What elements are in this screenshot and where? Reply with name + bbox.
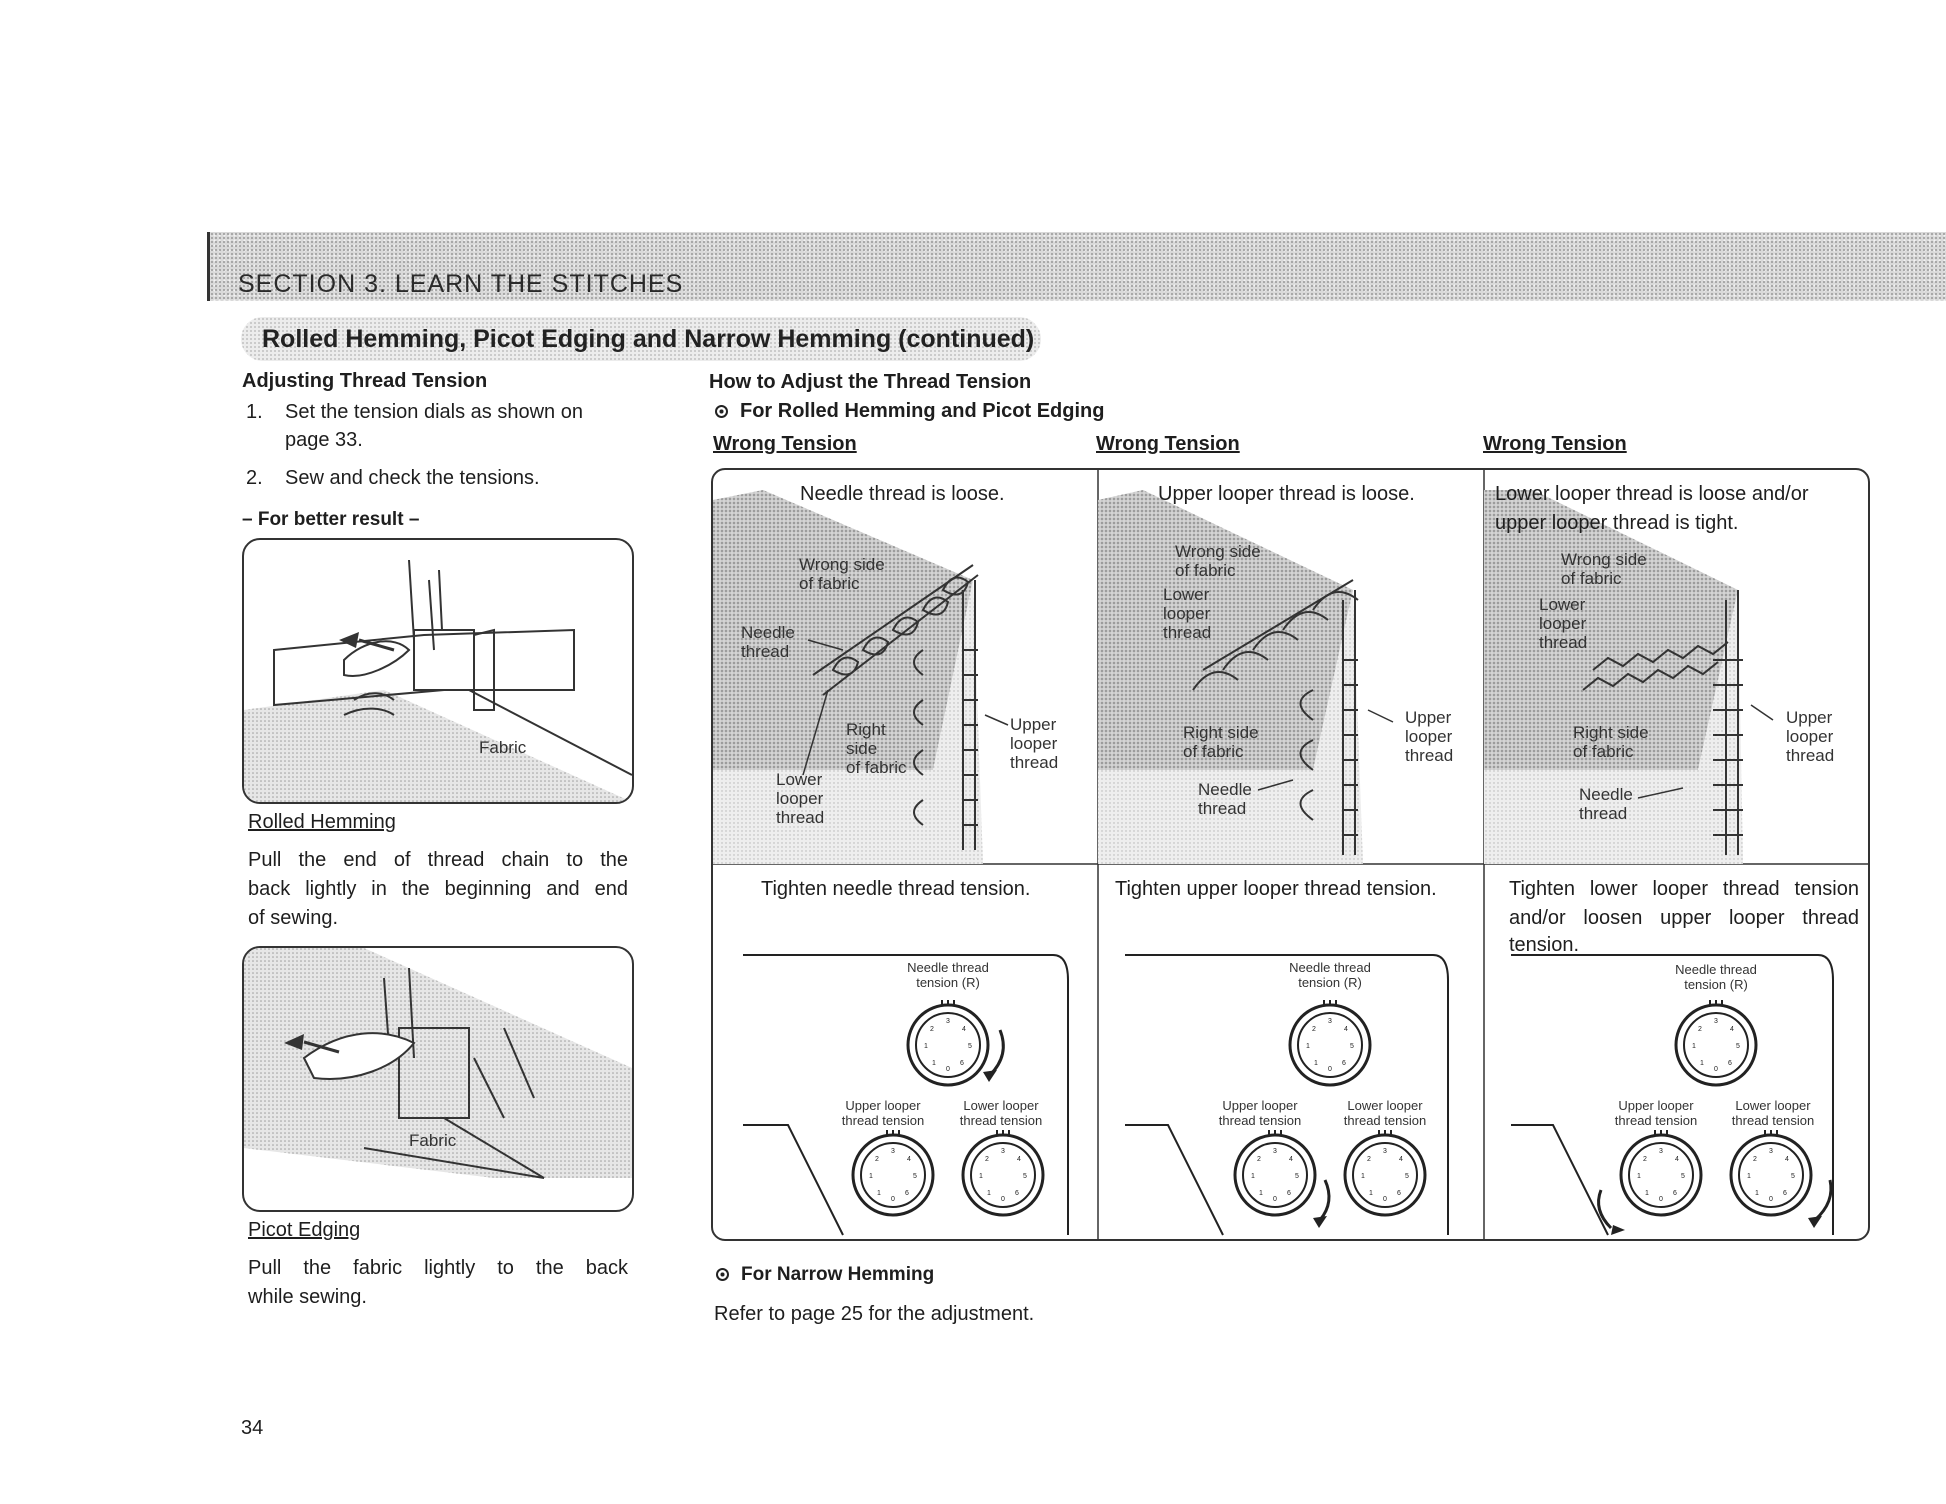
- p2-needle-label: Needle thread: [1198, 780, 1252, 818]
- sub-rolled-text: For Rolled Hemming and Picot Edging: [740, 400, 1105, 422]
- p3-lower-dial-label: Lower looper thread tension: [1731, 1098, 1815, 1128]
- step-1-line1: Set the tension dials as shown on: [285, 401, 583, 423]
- panel-3-fix-line2: and/or loosen upper looper thread: [1509, 907, 1859, 929]
- adjusting-heading: Adjusting Thread Tension: [242, 370, 488, 392]
- section-header-band: [207, 232, 1946, 301]
- picot-edging-illustration: [244, 948, 632, 1179]
- p1-lower-label: Lower looper thread: [776, 770, 825, 827]
- sub-narrow-heading: For Narrow Hemming: [716, 1264, 934, 1286]
- p2-upper-dial-label: Upper looper thread tension: [1218, 1098, 1302, 1128]
- p1-needle-dial-label: Needle thread tension (R): [907, 960, 989, 990]
- p3-right-side-label: Right side of fabric: [1573, 723, 1649, 761]
- photo2-fabric-label: Fabric: [409, 1131, 457, 1150]
- panel-1-wrong-label: Wrong Tension: [713, 433, 857, 455]
- picot-line-1: Pull the fabric lightly to the back: [248, 1257, 628, 1279]
- rolled-hemming-photo: Fabric: [242, 538, 634, 804]
- panel-3-problem-line1: Lower looper thread is loose and/or: [1495, 483, 1809, 505]
- p1-wrong-side-label: Wrong side of fabric: [799, 555, 885, 593]
- p3-needle-dial-label: Needle thread tension (R): [1675, 962, 1757, 992]
- panel-3-wrong-label: Wrong Tension: [1483, 433, 1627, 455]
- panel-2-fix: Tighten upper looper thread tension.: [1115, 878, 1437, 900]
- panel-2-problem: Upper looper thread is loose.: [1158, 483, 1415, 505]
- page-number: 34: [241, 1417, 264, 1439]
- picot-edging-photo: Fabric: [242, 946, 634, 1212]
- panel-1-fix: Tighten needle thread tension.: [761, 878, 1031, 900]
- narrow-text: Refer to page 25 for the adjustment.: [714, 1303, 1035, 1325]
- bullet-icon: [715, 405, 728, 419]
- step-1-num: 1.: [246, 401, 263, 423]
- sub-narrow-text: For Narrow Hemming: [741, 1264, 935, 1285]
- p1-upper-label: Upper looper thread: [1010, 715, 1059, 772]
- picot-line-2: while sewing.: [248, 1286, 367, 1308]
- step-1-line2: page 33.: [285, 429, 363, 451]
- panel-2-wrong-label: Wrong Tension: [1096, 433, 1240, 455]
- p3-wrong-side-label: Wrong side of fabric: [1561, 550, 1647, 588]
- p1-lower-dial-label: Lower looper thread tension: [959, 1098, 1043, 1128]
- tension-panel-box: 345 60112: [711, 468, 1870, 1241]
- p2-needle-dial-label: Needle thread tension (R): [1289, 960, 1371, 990]
- panel-1-problem: Needle thread is loose.: [800, 483, 1005, 505]
- p2-upper-label: Upper looper thread: [1405, 708, 1454, 765]
- page-title: Rolled Hemming, Picot Edging and Narrow …: [262, 325, 1035, 353]
- p1-upper-dial-label: Upper looper thread tension: [841, 1098, 925, 1128]
- panel-3-fix-line3: tension.: [1509, 934, 1580, 956]
- sub-rolled-heading: For Rolled Hemming and Picot Edging: [715, 400, 1104, 423]
- how-to-heading: How to Adjust the Thread Tension: [709, 371, 1032, 393]
- p2-right-side-label: Right side of fabric: [1183, 723, 1259, 761]
- p2-lower-dial-label: Lower looper thread tension: [1343, 1098, 1427, 1128]
- picot-edging-title: Picot Edging: [248, 1219, 361, 1241]
- rolled-line-3: of sewing.: [248, 907, 339, 929]
- better-result-label: – For better result –: [242, 509, 420, 530]
- rolled-hemming-illustration: [244, 559, 632, 802]
- subhead-band: [241, 317, 1041, 361]
- p3-needle-label: Needle thread: [1579, 785, 1633, 823]
- panel-3-fix-line1: Tighten lower looper thread tension: [1509, 878, 1859, 900]
- p2-wrong-side-label: Wrong side of fabric: [1175, 542, 1261, 580]
- section-title: SECTION 3. LEARN THE STITCHES: [238, 270, 684, 298]
- p1-right-side-label: Right side of fabric: [846, 720, 907, 777]
- bullet-icon: [716, 1268, 729, 1282]
- photo1-fabric-label: Fabric: [479, 738, 527, 757]
- p2-lower-label: Lower looper thread: [1163, 585, 1212, 642]
- p3-upper-dial-label: Upper looper thread tension: [1614, 1098, 1698, 1128]
- panel-3-problem-line2: upper looper thread is tight.: [1495, 512, 1739, 534]
- p3-upper-label: Upper looper thread: [1786, 708, 1835, 765]
- rolled-hemming-title: Rolled Hemming: [248, 811, 396, 833]
- rolled-line-2: back lightly in the beginning and end: [248, 878, 628, 900]
- p1-needle-label: Needle thread: [741, 623, 795, 661]
- step-2-line1: Sew and check the tensions.: [285, 467, 540, 489]
- step-2-num: 2.: [246, 467, 263, 489]
- tension-diagrams: 345 60112: [713, 470, 1868, 1239]
- p3-lower-label: Lower looper thread: [1539, 595, 1588, 652]
- rolled-line-1: Pull the end of thread chain to the: [248, 849, 628, 871]
